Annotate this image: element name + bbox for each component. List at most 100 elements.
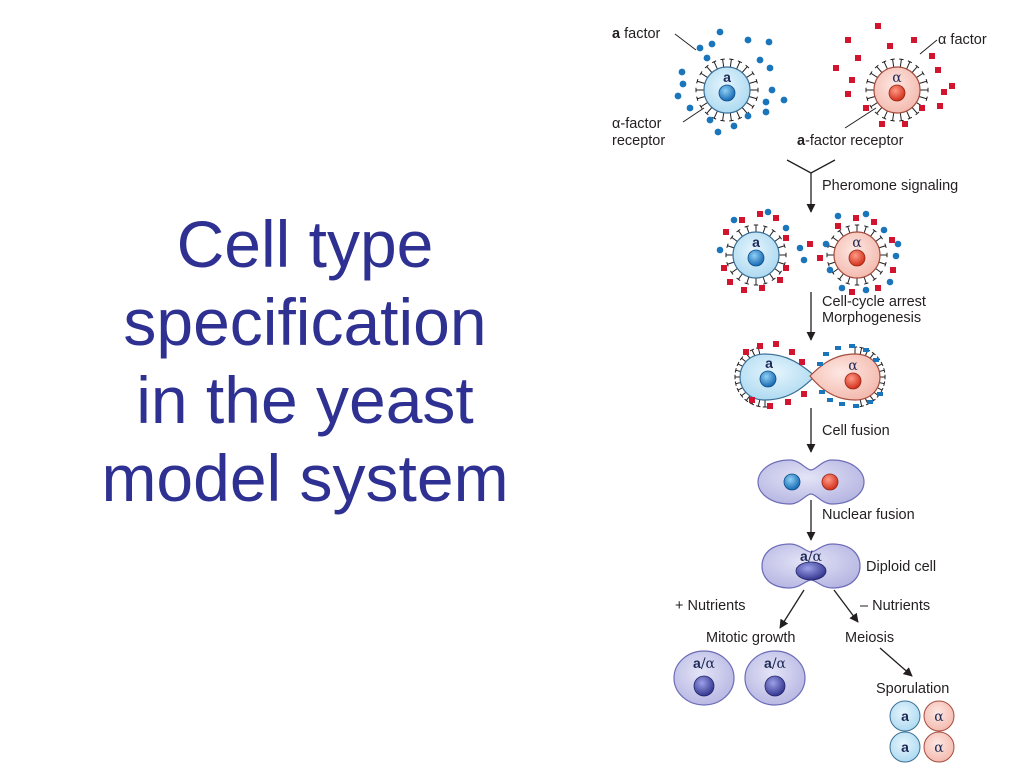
a-cell-responding: a (725, 224, 787, 286)
receptor-spike (892, 112, 895, 121)
alpha-cell-label-3: α (848, 358, 858, 374)
alpha-factor-molecule (789, 349, 795, 355)
title-line-3: in the yeast (136, 363, 474, 437)
receptor-spike (762, 276, 766, 284)
receptor-spike (847, 276, 851, 284)
receptor-spike (774, 268, 781, 274)
alpha-factor-molecule (889, 237, 895, 243)
alpha-factor-molecule (773, 341, 779, 347)
alpha-cell-haploid: α (865, 58, 929, 122)
receptor-spike (916, 72, 924, 78)
a-factor-molecule (839, 402, 845, 406)
alpha-factor-molecule (799, 359, 805, 365)
title-line-1: Cell type (176, 207, 434, 281)
receptor-spike (867, 80, 876, 84)
title-line-4: model system (101, 441, 509, 515)
a-factor-molecule (834, 212, 842, 220)
receptor-spike (911, 107, 918, 114)
receptor-spike (867, 96, 876, 100)
alpha-factor-molecule (853, 215, 859, 221)
alpha-factor-molecule (785, 399, 791, 405)
alpha-factor-molecule (741, 287, 747, 293)
receptor-spike (878, 245, 886, 249)
receptor-spike (737, 273, 743, 280)
alpha-factor-molecule (949, 83, 955, 89)
alpha-factor-molecule (902, 121, 908, 127)
a-cell-label-2: a (752, 234, 760, 250)
receptor-spike (859, 399, 863, 407)
alpha-factor-molecule (911, 37, 917, 43)
a-factor-molecules (674, 28, 788, 136)
a-factor-molecule (800, 256, 808, 264)
a-factor-molecule (766, 64, 774, 72)
a-factor-molecule (762, 108, 770, 116)
a-factor-molecule (708, 40, 716, 48)
receptor-spike (713, 61, 718, 70)
plus-nutrients-label: + Nutrients (675, 598, 746, 614)
receptor-spike (729, 112, 732, 121)
alpha-factor-molecule (783, 235, 789, 241)
receptor-spike (762, 226, 766, 234)
alpha-factor-molecule (767, 403, 773, 409)
alpha-factor-molecule (739, 217, 745, 223)
alpha-factor-label: α factor (938, 32, 987, 48)
a-factor-molecule (696, 44, 704, 52)
spore-tetrad: a α a α (889, 700, 955, 763)
alpha-factor-molecule (849, 289, 855, 295)
alpha-factor-molecule (757, 343, 763, 349)
a-factor-label: a factor (612, 26, 661, 42)
a-factor-molecule (826, 266, 834, 274)
diploid-cell: a/α (761, 543, 861, 589)
alpha-factor-molecule (941, 89, 947, 95)
alpha-factor-molecule (863, 105, 869, 111)
meiosis-label: Meiosis (845, 630, 894, 646)
mitotic-growth-label: Mitotic growth (706, 630, 795, 646)
diploid-cell-label: Diploid cell (866, 559, 936, 575)
alpha-factor-molecule (727, 279, 733, 285)
diploid-daughter-2: a/α (744, 650, 806, 706)
step-nuclear-fusion: Nuclear fusion (822, 507, 915, 523)
a-factor-molecule (706, 116, 714, 124)
a-cell-label: a (723, 69, 731, 85)
receptor-spike (847, 226, 851, 234)
alpha-factor-molecule (937, 103, 943, 109)
alpha-factor-molecules (833, 23, 955, 127)
alpha-factor-molecule (777, 277, 783, 283)
alpha-factor-molecule (723, 229, 729, 235)
a-factor-molecule (679, 80, 687, 88)
receptor-spike (899, 59, 902, 68)
alpha-cell-label: α (892, 70, 902, 86)
receptor-spike (870, 102, 878, 108)
receptor-spike (722, 59, 725, 68)
alpha-factor-molecule (929, 53, 935, 59)
a-factor-molecule (686, 104, 694, 112)
a-factor-molecule (765, 38, 773, 46)
receptor-spike (746, 276, 750, 284)
receptor-spike (746, 102, 754, 108)
a-factor-molecule (730, 122, 738, 130)
a-factor-molecule (762, 98, 770, 106)
alpha-factor-molecule (845, 37, 851, 43)
alpha-factor-receptor-label-2: receptor (612, 133, 665, 149)
alpha-cell-responding: α (826, 224, 888, 286)
a-factor-receptor-label: a-factor receptor (797, 133, 904, 149)
a-factor-molecule (849, 344, 855, 348)
receptor-spike (832, 236, 839, 242)
a-factor-molecule (716, 28, 724, 36)
step-pheromone-signaling: Pheromone signaling (822, 178, 958, 194)
a-factor-molecule (674, 92, 682, 100)
alpha-factor-molecule (935, 67, 941, 73)
sporulation-label: Sporulation (876, 681, 949, 697)
a-factor-molecule (838, 284, 846, 292)
step-cell-cycle-arrest: Cell-cycle arrest (822, 294, 926, 310)
a-factor-molecule (823, 352, 829, 356)
alpha-factor-molecule (721, 265, 727, 271)
a-factor-molecule (894, 240, 902, 248)
alpha-factor-molecule (855, 55, 861, 61)
alpha-factor-receptor-label-1: α-factor (612, 116, 662, 132)
a-factor-molecule (862, 210, 870, 218)
alpha-factor-molecule (875, 285, 881, 291)
receptor-spike (706, 107, 713, 114)
receptor-spike (700, 72, 708, 78)
receptor-spike (748, 96, 757, 100)
